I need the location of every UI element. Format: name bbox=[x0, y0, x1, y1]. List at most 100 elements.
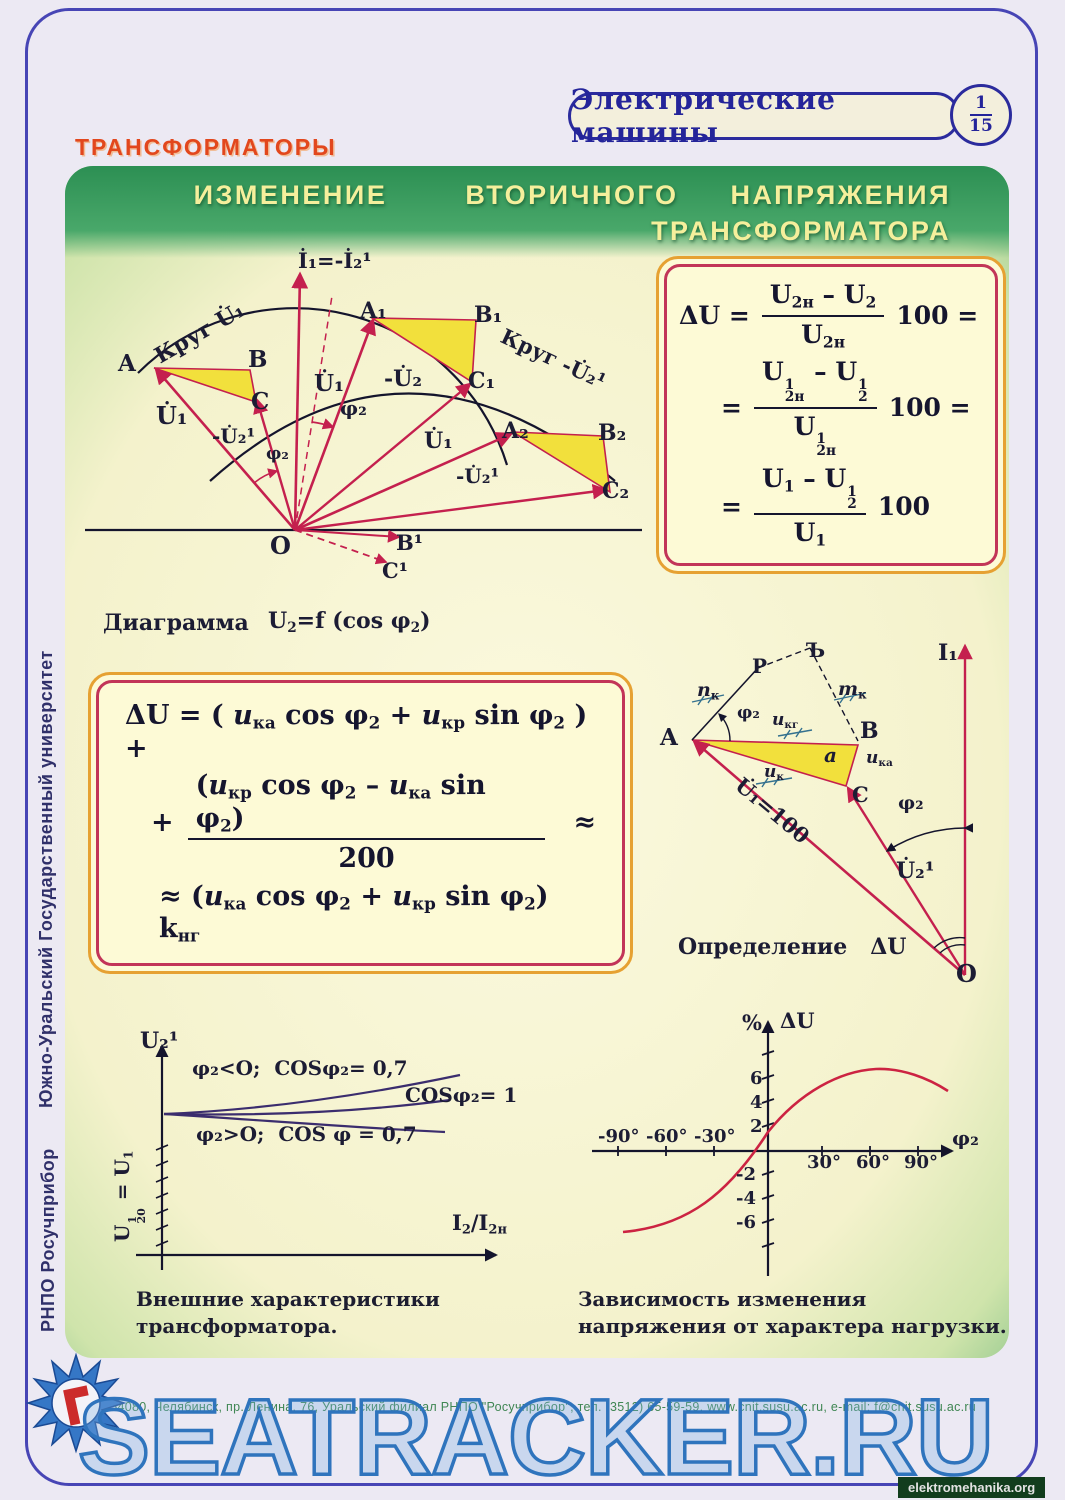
xtick-m30: -30° bbox=[694, 1126, 736, 1147]
delta-u-curve bbox=[622, 1067, 949, 1234]
xtick-90: 90° bbox=[904, 1152, 939, 1173]
vector-oc1 bbox=[294, 382, 472, 531]
footer-address: 454080, Челябинск, пр. Ленина, 76, Ураль… bbox=[103, 1400, 977, 1414]
vector-oc bbox=[846, 786, 967, 976]
point-C2: C₂ bbox=[602, 478, 630, 504]
definition-diagram-svg bbox=[691, 643, 974, 976]
angle-phi-left bbox=[253, 468, 279, 484]
vector-ob1p bbox=[294, 529, 401, 543]
vector-oa2 bbox=[294, 432, 514, 532]
definition-caption: Определение ΔU bbox=[678, 934, 907, 960]
page-frame bbox=[25, 8, 1038, 1486]
point-O: O bbox=[270, 531, 291, 560]
curve-inductive bbox=[163, 1112, 446, 1134]
ext-x-label: I2/I2н bbox=[452, 1210, 507, 1238]
ext-y-label: U₂¹ bbox=[140, 1028, 179, 1054]
sidebar-university: Южно-Уральский Государственный университ… bbox=[36, 650, 56, 1108]
point-B1: B₁ bbox=[474, 302, 503, 328]
delta-u-expansion-inner: ΔU = ( uка cos φ2 + uкр sin φ2 ) + + (uк… bbox=[96, 680, 625, 966]
vec-u2-right-label: -U̇₂¹ bbox=[456, 464, 500, 488]
i-axis-label: İ₁=-İ₂¹ bbox=[298, 248, 372, 273]
expansion-fraction: (uкр cos φ2 – uка sin φ2) 200 bbox=[187, 770, 546, 874]
point-A2: A₂ bbox=[502, 418, 529, 444]
delta-u-expansion-box: ΔU = ( uка cos φ2 + uкр sin φ2 ) + + (uк… bbox=[88, 672, 633, 974]
f2-rhs: 100 = bbox=[888, 393, 971, 423]
point-A1: A₁ bbox=[360, 298, 387, 324]
angle-phi-a bbox=[718, 713, 731, 742]
double-arc-o1 bbox=[939, 943, 966, 954]
ext-caption: Внешние характеристики трансформатора. bbox=[136, 1287, 440, 1338]
point-B1p: B¹ bbox=[396, 530, 423, 555]
xtick-60: 60° bbox=[856, 1152, 891, 1173]
f3-lhs: = bbox=[721, 492, 742, 522]
external-characteristics-svg bbox=[136, 1044, 498, 1270]
title-line2: ТРАНСФОРМАТОРА bbox=[651, 216, 951, 246]
point-A: A bbox=[118, 350, 136, 377]
curve-capacitive bbox=[163, 1073, 461, 1116]
page-badge: 1 15 bbox=[950, 84, 1012, 146]
point-B2: B₂ bbox=[598, 420, 627, 446]
point-C1: C₁ bbox=[468, 368, 496, 394]
title-strip: ИЗМЕНЕНИЕ ВТОРИЧНОГО НАПРЯЖЕНИЯ ТРАНСФОР… bbox=[65, 166, 1009, 258]
vec-u1-right-label: U̇₁ bbox=[424, 428, 453, 454]
def-point-O: O bbox=[956, 959, 977, 988]
ext-curve1-label: φ₂<O; COSφ₂= 0,7 bbox=[192, 1056, 408, 1080]
segment-ap bbox=[691, 667, 759, 741]
expansion-line1: ΔU = ( uка cos φ2 + uкр sin φ2 ) + bbox=[125, 700, 588, 764]
phi-top-label: φ₂ bbox=[737, 703, 760, 723]
a-label: a bbox=[824, 743, 837, 767]
load-caption: Зависимость изменения напряжения от хара… bbox=[578, 1287, 1007, 1338]
point-C1p: C¹ bbox=[382, 558, 408, 583]
f1-numerator: U2н – U2 bbox=[761, 280, 885, 317]
double-arc-o2 bbox=[933, 936, 966, 949]
vector-oa bbox=[692, 739, 966, 976]
i1-label: I₁ bbox=[938, 640, 958, 666]
vec-u1-mid-label: U̇₁ bbox=[314, 370, 345, 397]
point-B: B bbox=[248, 346, 268, 373]
ytick-m6: -6 bbox=[736, 1212, 756, 1233]
triangle-abc bbox=[153, 367, 258, 404]
f2-lhs: = bbox=[721, 393, 742, 423]
f3-denominator: U1 bbox=[793, 518, 827, 550]
ext-curve3-label: φ₂>O; COS φ = 0,7 bbox=[196, 1122, 417, 1146]
triangle-a1b1c1 bbox=[369, 317, 477, 384]
diagram-caption-formula: U2=f (cos φ2) bbox=[268, 608, 431, 636]
logo-letter-g bbox=[63, 1385, 89, 1426]
series-header: Электрические машины bbox=[568, 83, 960, 149]
xtick-m60: -60° bbox=[646, 1126, 688, 1147]
point-C: C bbox=[251, 388, 270, 415]
page-number: 1 bbox=[975, 93, 987, 114]
ukg-label: uкг bbox=[772, 710, 799, 731]
point-P: P bbox=[752, 654, 768, 678]
hatch-ukg bbox=[777, 727, 813, 740]
vector-oc bbox=[253, 397, 297, 531]
angle-phi-mid-label: φ₂ bbox=[340, 396, 367, 420]
y-axis-ticks bbox=[155, 1144, 169, 1247]
section-label: ТРАНСФОРМАТОРЫ bbox=[75, 134, 337, 160]
dashed-axis bbox=[294, 295, 333, 531]
hatch-uk bbox=[755, 775, 793, 788]
drop-triangle bbox=[691, 739, 860, 787]
expansion-numerator: (uкр cos φ2 – uка sin φ2) bbox=[187, 770, 546, 841]
load-phi-label: φ₂ bbox=[952, 1126, 979, 1150]
phi-bottom-label: φ₂ bbox=[898, 792, 924, 814]
angle-phi-mid bbox=[311, 418, 335, 430]
uka-label: uка bbox=[866, 748, 893, 769]
vector-oc1p bbox=[294, 529, 388, 565]
xtick-m90: -90° bbox=[598, 1126, 640, 1147]
load-pct-label: % bbox=[742, 1010, 762, 1035]
vector-i1 bbox=[291, 271, 309, 531]
load-du-label: ΔU bbox=[780, 1008, 815, 1033]
vec-u2-left-label: -U̇₂¹ bbox=[212, 424, 256, 448]
ytick-m4: -4 bbox=[736, 1188, 756, 1209]
badge-divider bbox=[970, 114, 992, 116]
vec-u1-left-label: U̇₁ bbox=[156, 401, 188, 430]
vector-oa bbox=[154, 367, 296, 531]
u21-label: U̇₂¹ bbox=[896, 858, 935, 884]
